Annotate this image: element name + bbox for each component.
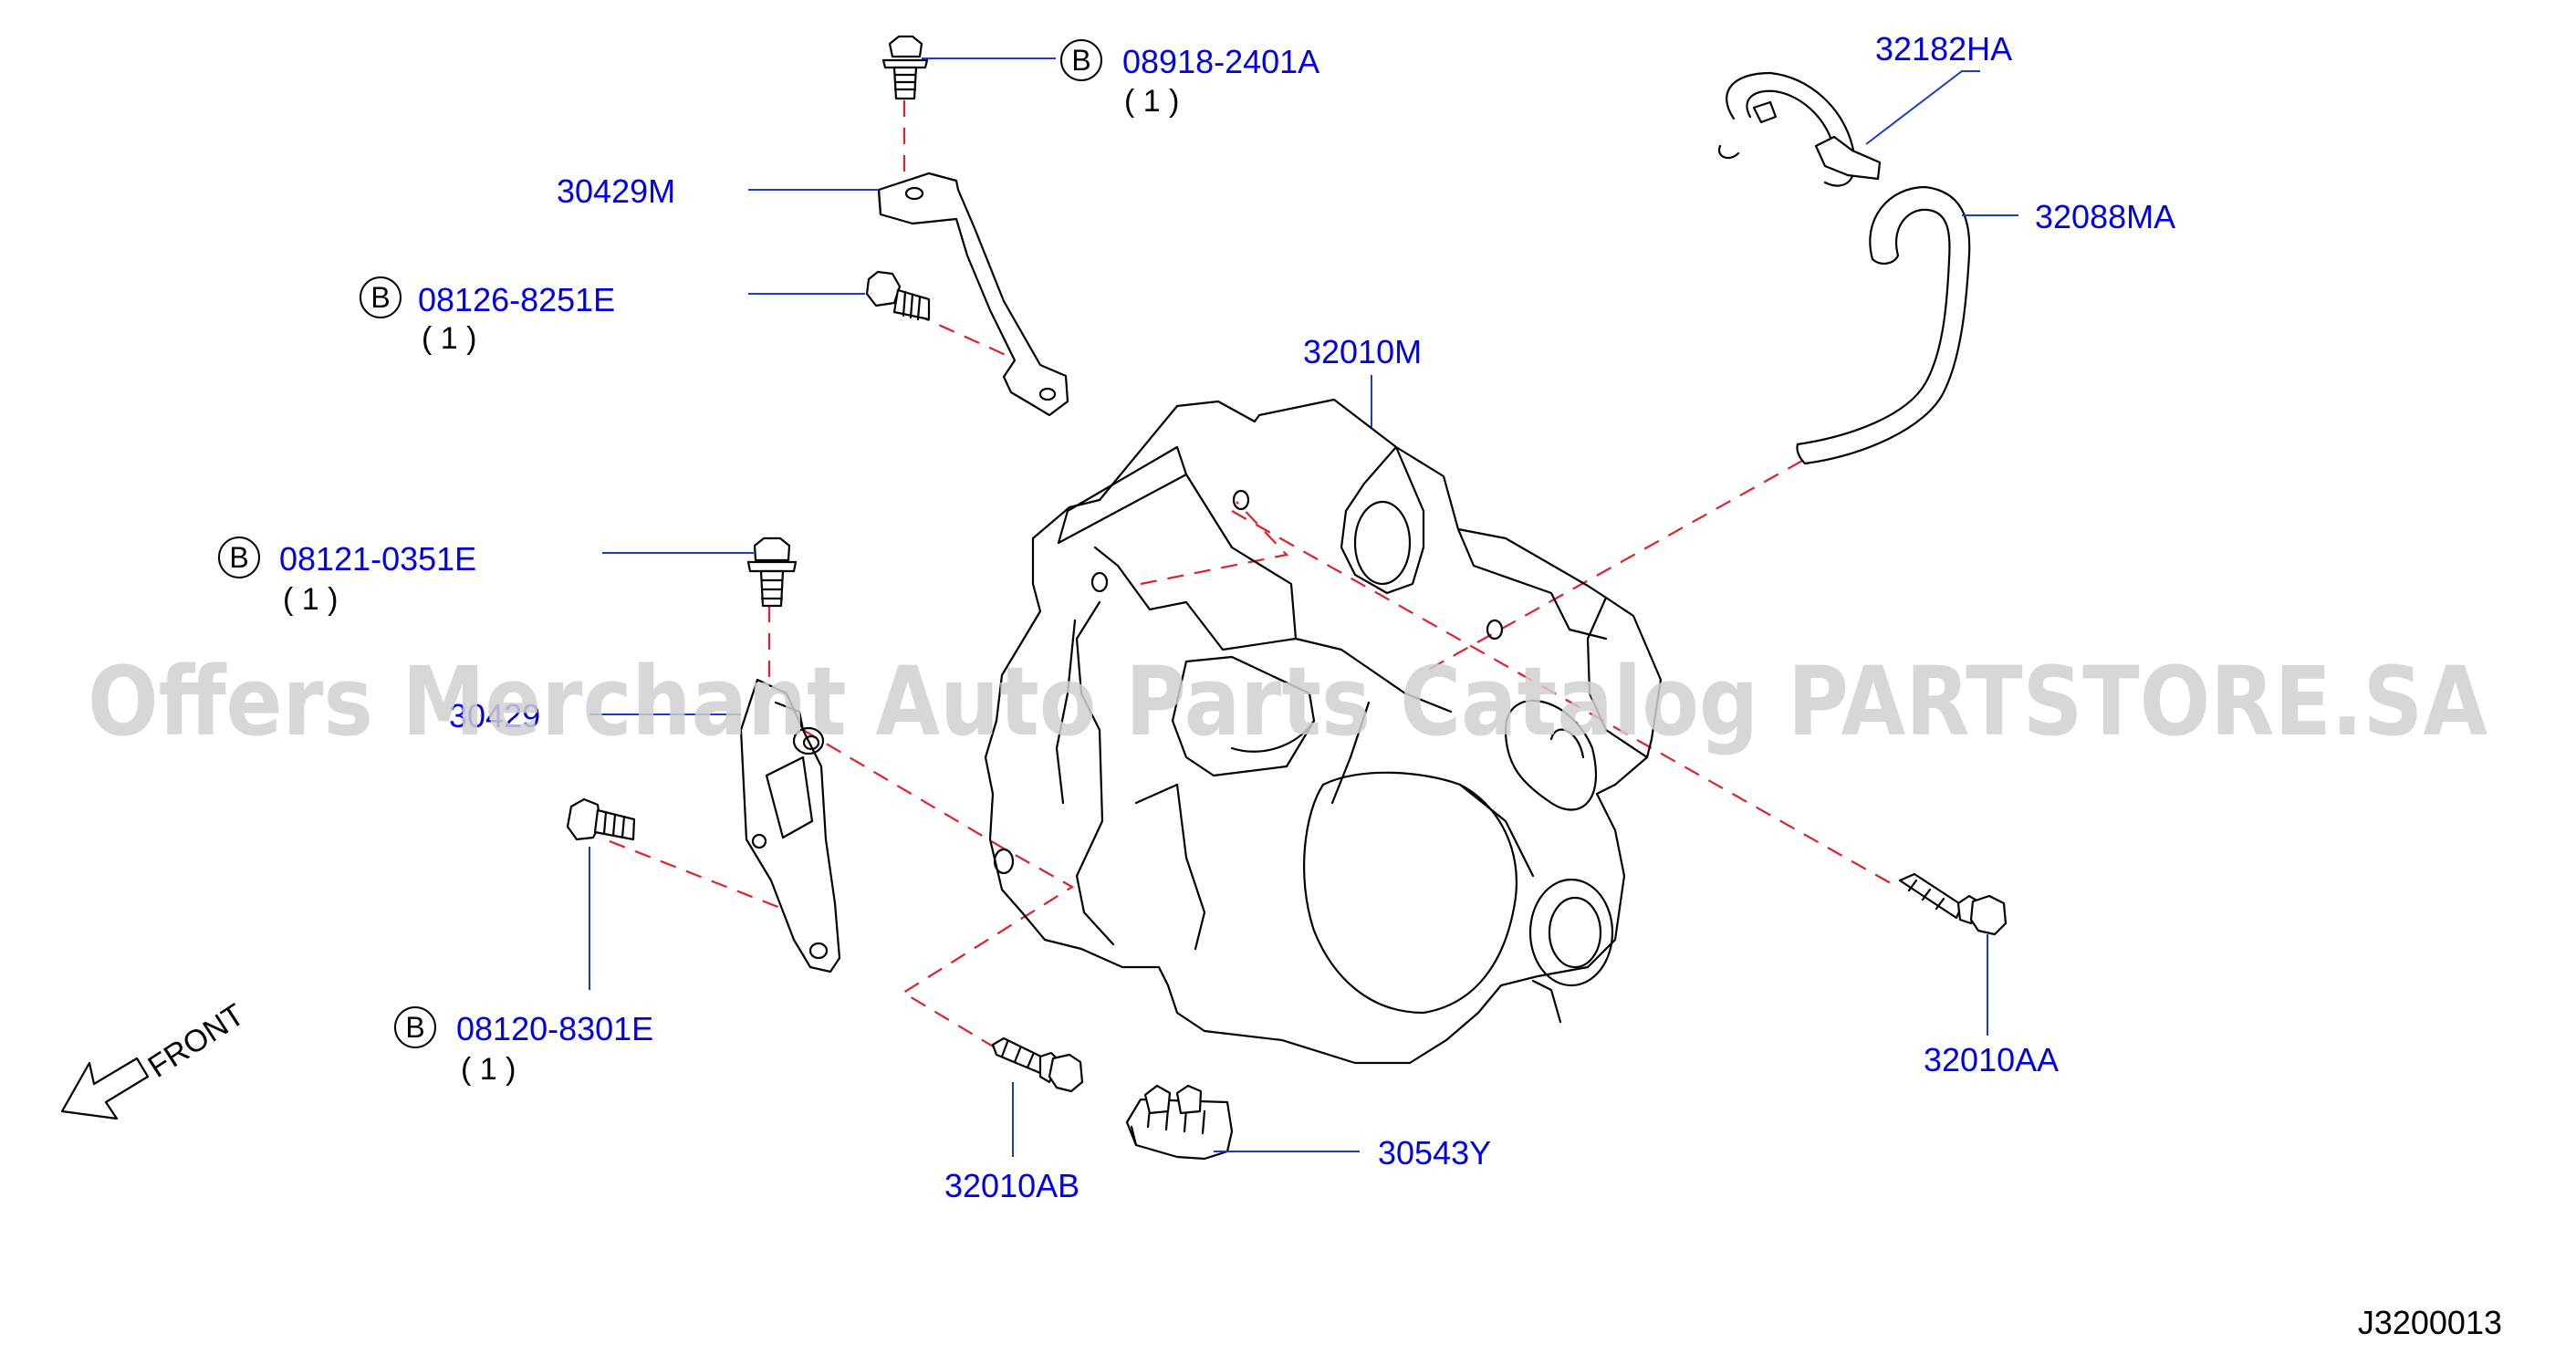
svg-text:B: B <box>405 1011 424 1044</box>
label-32182HA[interactable]: 32182HA <box>1875 30 2012 68</box>
label-32010AA[interactable]: 32010AA <box>1924 1041 2059 1078</box>
leader-lines <box>589 57 2018 1157</box>
bolt-32010AA <box>1898 872 2008 936</box>
label-08120-8301E[interactable]: 08120-8301E <box>456 1010 653 1047</box>
svg-text:B: B <box>229 541 248 574</box>
upper-bracket <box>877 172 1069 417</box>
bolt-08121-0351E <box>746 536 798 608</box>
label-08918-2401A[interactable]: 08918-2401A <box>1122 43 1319 80</box>
front-arrow: FRONT <box>60 997 251 1120</box>
lower-bracket <box>739 678 841 974</box>
hose-clamp <box>1717 71 1882 187</box>
svg-text:B: B <box>1071 44 1090 77</box>
label-30543Y[interactable]: 30543Y <box>1378 1134 1491 1172</box>
svg-text:B: B <box>370 281 390 314</box>
label-30429[interactable]: 30429 <box>449 697 540 734</box>
hose <box>1796 185 1971 465</box>
part-labels: 08918-2401A ( 1 ) 30429M 08126-8251E ( 1… <box>279 30 2175 1204</box>
badge-08120-8301E: B <box>394 1006 436 1048</box>
drawing-code: J3200013 <box>2358 1304 2502 1341</box>
label-08126-8251E[interactable]: 08126-8251E <box>418 281 615 318</box>
label-32010AB[interactable]: 32010AB <box>944 1167 1079 1204</box>
connector <box>1125 1084 1234 1161</box>
qty-08126-8251E: ( 1 ) <box>422 321 476 356</box>
qty-08120-8301E: ( 1 ) <box>461 1052 516 1087</box>
assembly-dashed-lines <box>609 100 1892 1048</box>
label-32088MA[interactable]: 32088MA <box>2035 198 2175 235</box>
transmission-case <box>984 398 1663 1065</box>
badge-08126-8251E: B <box>360 276 402 318</box>
bolt-08918-2401A <box>881 35 929 100</box>
qty-08918-2401A: ( 1 ) <box>1124 84 1179 119</box>
watermark: Offers Merchant Auto Parts Catalog PARTS… <box>88 646 2487 757</box>
qty-08121-0351E: ( 1 ) <box>283 582 338 617</box>
label-32010M[interactable]: 32010M <box>1303 333 1422 370</box>
front-label: FRONT <box>142 997 251 1085</box>
label-30429M[interactable]: 30429M <box>557 172 675 210</box>
bolt-32010AB <box>991 1036 1084 1093</box>
bolt-08126-8251E <box>865 270 931 321</box>
badge-08918-2401A: B <box>1060 39 1102 81</box>
bolt-08120-8301E <box>566 797 636 841</box>
badge-08121-0351E: B <box>218 536 260 578</box>
label-08121-0351E[interactable]: 08121-0351E <box>279 540 476 578</box>
